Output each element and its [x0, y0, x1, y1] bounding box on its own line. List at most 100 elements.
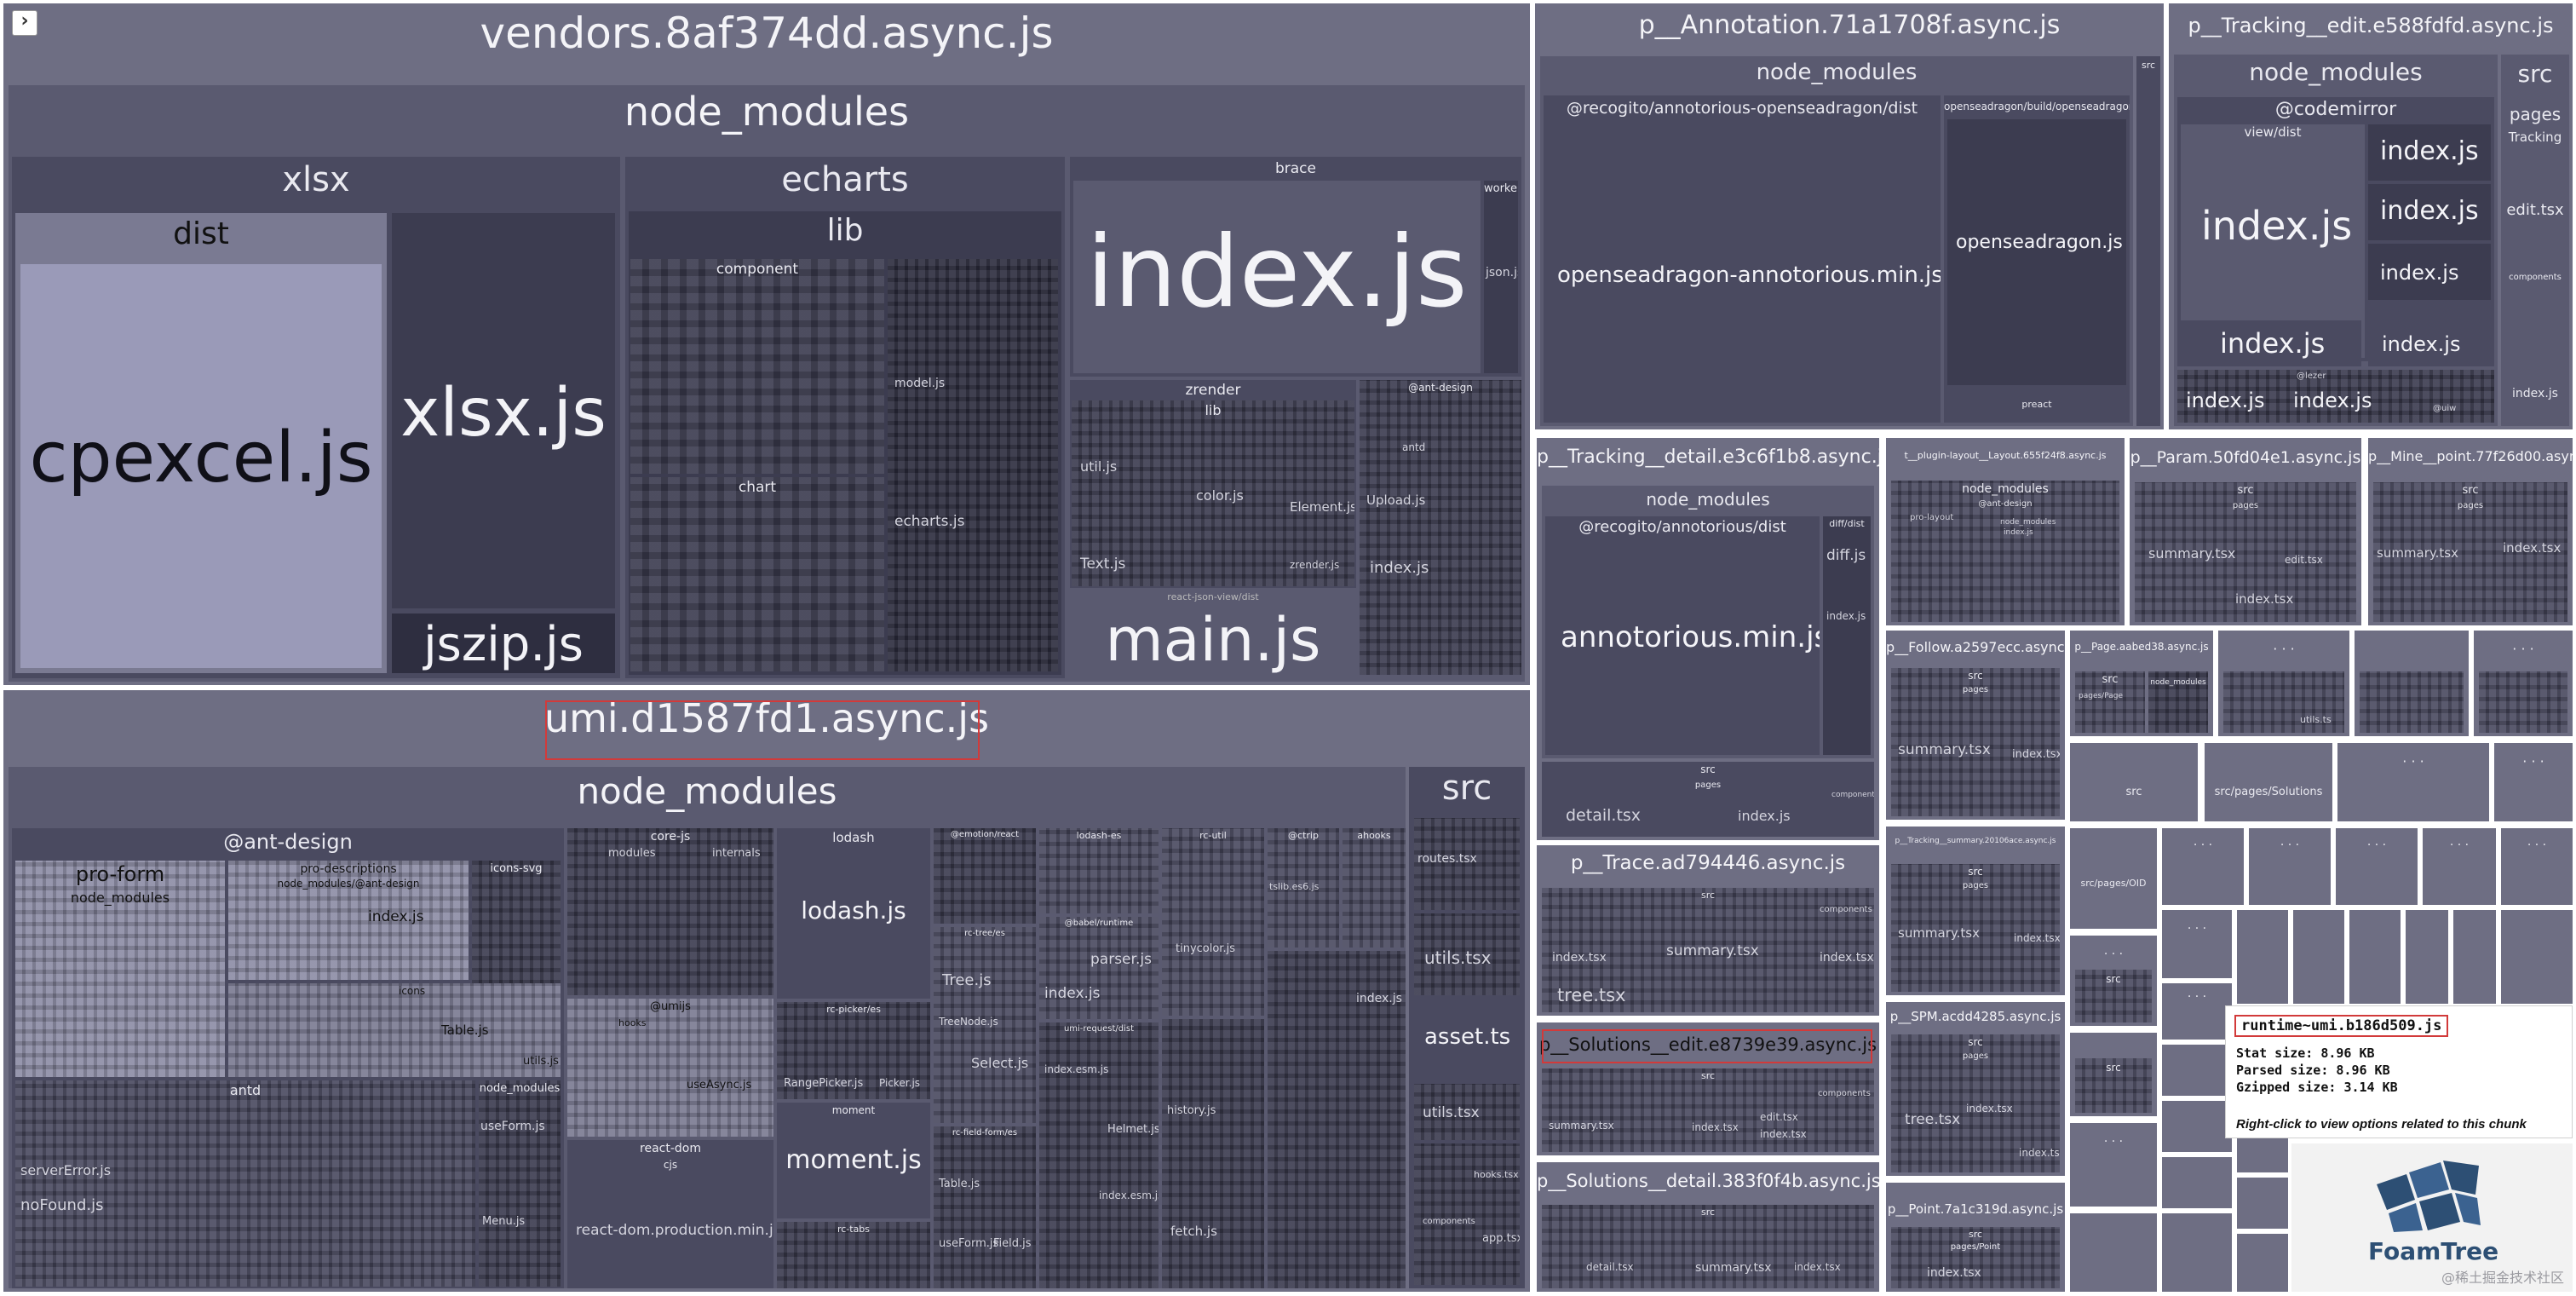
- group-se-src[interactable]: src summary.tsx index.tsx edit.tsx index…: [1542, 1068, 1874, 1152]
- group-pl-nm[interactable]: node_modules @ant-design pro-layout node…: [1891, 481, 2119, 622]
- chunk-solutions-detail[interactable]: p__Solutions__detail.383f0f4b.async.js s…: [1537, 1162, 1879, 1292]
- group-td-src[interactable]: src pages detail.tsx index.js components: [1542, 762, 1874, 837]
- file-te-index-5[interactable]: index.js: [2177, 320, 2361, 366]
- group-small-1-src[interactable]: utils.ts: [2223, 671, 2344, 733]
- group-core-js[interactable]: core-js modules internals: [567, 828, 773, 995]
- chunk-small-8[interactable]: src/pages/OID: [2070, 828, 2157, 929]
- file-jszip[interactable]: jszip.js: [392, 613, 615, 673]
- group-icons[interactable]: icons Table.js utils.js: [228, 983, 561, 1077]
- chunk-small-18[interactable]: [2070, 1213, 2157, 1292]
- chunk-small-3[interactable]: · · ·: [2474, 631, 2573, 736]
- chunk-tracking-summary[interactable]: p__Tracking__summary.20106ace.async.js s…: [1886, 827, 2065, 995]
- group-antd-node-modules[interactable]: node_modules useForm.js Menu.js: [479, 1080, 561, 1287]
- group-rc-picker[interactable]: rc-picker/es RangePicker.js Picker.js: [777, 1002, 930, 1099]
- file-utils[interactable]: utils.tsx: [1414, 913, 1520, 995]
- chunk-small-15[interactable]: · · ·: [2162, 910, 2232, 978]
- chunk-small-28[interactable]: [2453, 910, 2496, 1004]
- group-echarts[interactable]: echarts lib component chart model.js ech…: [625, 157, 1065, 678]
- chunk-point[interactable]: p__Point.7a1c319d.async.js src pages/Poi…: [1886, 1183, 2065, 1292]
- chunk-small-34[interactable]: [2237, 1234, 2288, 1292]
- chunk-small-25[interactable]: [2293, 910, 2344, 1004]
- chunk-small-27[interactable]: [2406, 910, 2448, 1004]
- group-diff[interactable]: diff/dist diff.js index.js: [1823, 516, 1871, 755]
- group-lezer[interactable]: index.js index.js @lezer @uiw: [2177, 370, 2494, 423]
- group-react-dom[interactable]: react-dom cjs react-dom.production.min.j…: [567, 1140, 773, 1288]
- chunk-small-1[interactable]: · · · utils.ts: [2218, 631, 2349, 736]
- chunk-small-9[interactable]: · · ·: [2162, 828, 2244, 905]
- chunk-small-13[interactable]: · · ·: [2501, 828, 2573, 905]
- chunk-small-26[interactable]: [2349, 910, 2401, 1004]
- chunk-small-33[interactable]: [2237, 1178, 2288, 1229]
- group-osd-build[interactable]: openseadragon/build/openseadragon opense…: [1944, 95, 2130, 423]
- group-recogito-osd[interactable]: @recogito/annotorious-openseadragon/dist…: [1544, 95, 1941, 423]
- group-zrender[interactable]: zrender lib util.js color.js Element.js …: [1070, 380, 1356, 588]
- group-emotion[interactable]: @emotion/react: [934, 828, 1036, 924]
- sidebar-toggle-button[interactable]: ›: [12, 10, 37, 36]
- group-spm-src[interactable]: src pages tree.tsx index.tsx index.tsx: [1891, 1034, 2060, 1172]
- group-annotation-src[interactable]: src: [2136, 56, 2160, 426]
- chunk-plugin-layout[interactable]: t__plugin-layout__Layout.655f24f8.async.…: [1886, 438, 2125, 625]
- chunk-small-16[interactable]: src: [2070, 1033, 2157, 1116]
- group-src-utils[interactable]: utils.tsx: [1414, 1084, 1520, 1140]
- chunk-small-6[interactable]: · · ·: [2337, 743, 2489, 821]
- file-te-index-1[interactable]: index.js: [2368, 124, 2491, 181]
- group-umi-node-modules[interactable]: node_modules @ant-design pro-form node_m…: [9, 767, 1406, 1288]
- group-mp-src[interactable]: src pages summary.tsx index.tsx: [2373, 482, 2567, 622]
- chunk-small-5[interactable]: src/pages/Solutions: [2205, 743, 2332, 821]
- group-umi-src[interactable]: src routes.tsx utils.tsx asset.ts utils.…: [1409, 767, 1525, 1288]
- chunk-spm[interactable]: p__SPM.acdd4285.async.js src pages tree.…: [1886, 1002, 2065, 1176]
- group-misc-right[interactable]: index.js: [1268, 951, 1406, 1288]
- group-dist[interactable]: dist cpexcel.js: [15, 213, 387, 673]
- group-sd-src[interactable]: src detail.tsx summary.tsx index.tsx: [1542, 1205, 1874, 1288]
- chunk-tracking-detail[interactable]: p__Tracking__detail.e3c6f1b8.async.js no…: [1537, 438, 1879, 840]
- group-pro-descriptions[interactable]: pro-descriptions node_modules/@ant-desig…: [228, 861, 469, 980]
- group-echarts-misc[interactable]: model.js echarts.js: [888, 259, 1058, 671]
- group-lodash[interactable]: lodash lodash.js: [777, 828, 930, 999]
- file-xlsx[interactable]: xlsx.js: [392, 213, 615, 608]
- group-small-14-src[interactable]: src: [2075, 970, 2152, 1022]
- group-src-misc[interactable]: hooks.tsx components app.tsx: [1414, 1143, 1520, 1285]
- chunk-solutions-edit[interactable]: p__Solutions__edit.e8739e39.async.js src…: [1537, 1022, 1879, 1155]
- group-ahooks[interactable]: ahooks: [1343, 828, 1406, 948]
- group-point-src[interactable]: src pages/Point index.tsx: [1891, 1227, 2060, 1288]
- chunk-small-24[interactable]: [2237, 910, 2288, 1004]
- group-echarts-lib[interactable]: lib component chart model.js echarts.js: [629, 211, 1061, 675]
- group-node-modules[interactable]: node_modules xlsx dist cpexcel.js xlsx.j…: [9, 85, 1525, 682]
- group-page-src[interactable]: src pages/Page: [2075, 671, 2145, 733]
- group-param-src[interactable]: src pages summary.tsx edit.tsx index.tsx: [2135, 482, 2356, 622]
- chunk-small-17[interactable]: · · ·: [2070, 1123, 2157, 1207]
- group-ts-src[interactable]: src pages summary.tsx index.tsx: [1891, 864, 2060, 992]
- chunk-small-20[interactable]: [2162, 1045, 2232, 1096]
- chunk-small-19[interactable]: · · ·: [2162, 983, 2232, 1040]
- group-annotation-node-modules[interactable]: node_modules @recogito/annotorious-opens…: [1540, 56, 2133, 426]
- chunk-small-11[interactable]: · · ·: [2336, 828, 2418, 905]
- chunk-small-12[interactable]: · · ·: [2423, 828, 2496, 905]
- chunk-umi[interactable]: umi.d1587fd1.async.js node_modules @ant-…: [3, 690, 1530, 1292]
- group-umi-ant-design[interactable]: @ant-design pro-form node_modules pro-de…: [12, 828, 564, 1288]
- file-cpexcel[interactable]: cpexcel.js: [20, 264, 382, 668]
- chunk-trace[interactable]: p__Trace.ad794446.async.js src summary.t…: [1537, 845, 1879, 1016]
- chunk-small-14[interactable]: · · · src: [2070, 936, 2157, 1026]
- group-rc-trees[interactable]: rc-tree/es Tree.js TreeNode.js Select.js: [934, 927, 1036, 1123]
- file-te-index-2[interactable]: index.js: [2368, 184, 2491, 240]
- chunk-small-23[interactable]: [2162, 1213, 2232, 1292]
- chunk-vendors[interactable]: vendors.8af374dd.async.js node_modules x…: [3, 3, 1530, 685]
- file-main[interactable]: react-json-view/dist main.js: [1070, 591, 1356, 678]
- chunk-small-7[interactable]: · · ·: [2494, 743, 2573, 821]
- group-antd[interactable]: antd serverError.js noFound.js: [15, 1080, 475, 1287]
- group-view-dist[interactable]: view/dist index.js: [2181, 124, 2365, 358]
- group-trace-src[interactable]: src summary.tsx index.tsx tree.tsx index…: [1542, 888, 1874, 1012]
- group-history[interactable]: history.js fetch.js: [1162, 1019, 1264, 1288]
- group-moment[interactable]: moment moment.js: [777, 1103, 930, 1218]
- group-small-16-src[interactable]: src: [2075, 1058, 2152, 1113]
- chunk-annotation[interactable]: p__Annotation.71a1708f.async.js node_mod…: [1535, 3, 2164, 429]
- group-te-src[interactable]: src pages Tracking edit.tsx components i…: [2501, 55, 2569, 426]
- group-worker[interactable]: worker json.js: [1484, 181, 1518, 373]
- group-rc-tabs[interactable]: rc-tabs: [777, 1222, 930, 1288]
- group-component[interactable]: component: [630, 259, 884, 474]
- group-umi-request[interactable]: umi-request/dist index.esm.js Helmet.js …: [1039, 1022, 1159, 1288]
- file-routes[interactable]: routes.tsx: [1414, 818, 1520, 910]
- group-rc-util[interactable]: rc-util tinycolor.js: [1162, 828, 1264, 1016]
- group-pro-form[interactable]: pro-form node_modules: [15, 861, 225, 1077]
- group-ctrip[interactable]: @ctrip tslib.es6.js: [1268, 828, 1339, 948]
